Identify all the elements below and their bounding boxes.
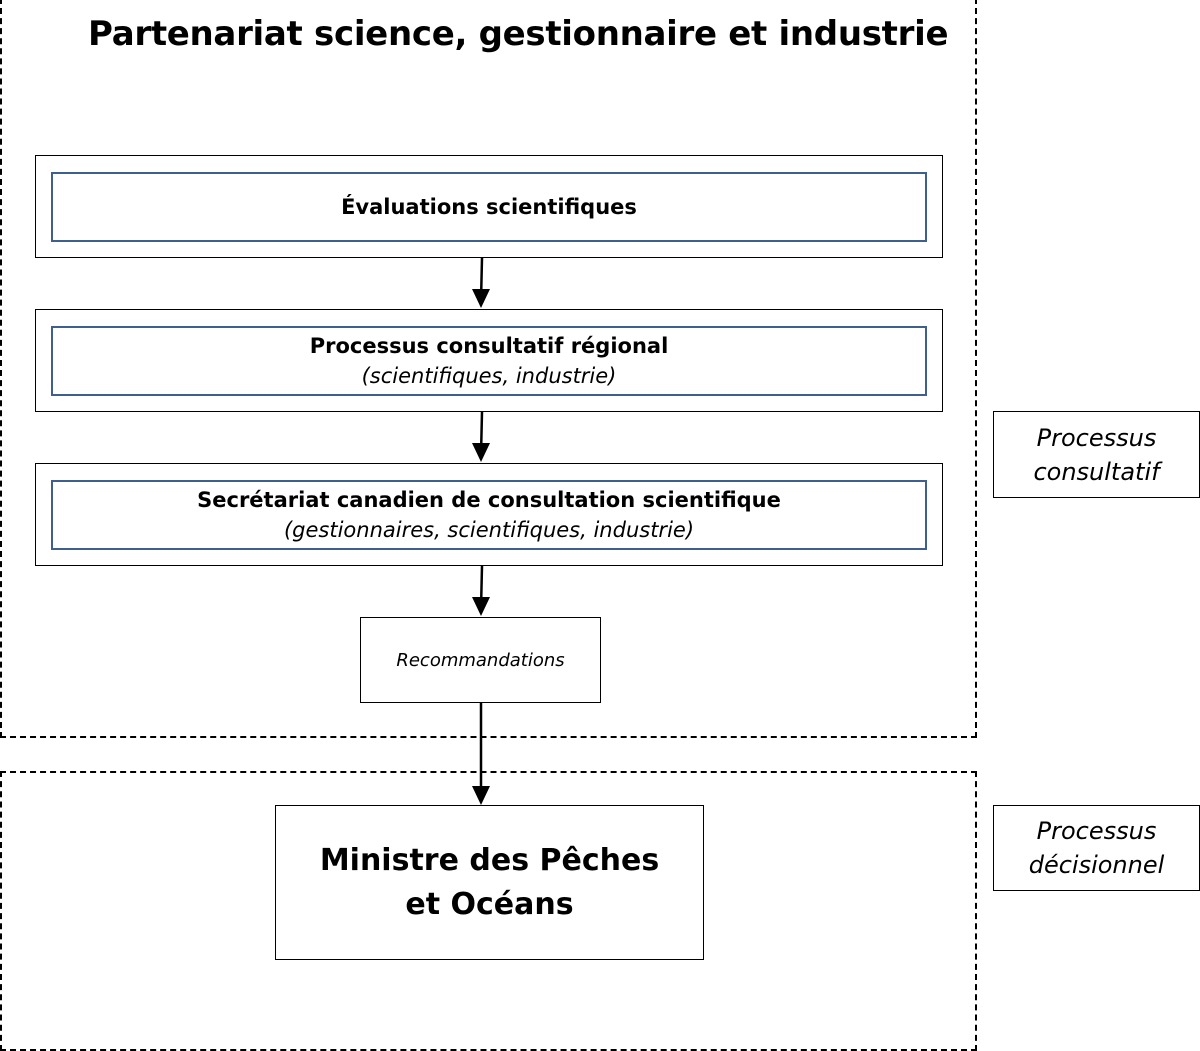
recommandations-box: Recommandations: [360, 617, 601, 703]
side-decisionnel-line2: décisionnel: [1028, 851, 1165, 879]
consultative-region: [0, 0, 977, 738]
secretariat-label: Secrétariat canadien de consultation sci…: [197, 488, 781, 512]
ministre-line1: Ministre des Pêches: [319, 842, 660, 878]
regional-label: Processus consultatif régional: [309, 334, 669, 358]
ministre-box: Ministre des Pêches et Océans: [275, 805, 704, 960]
side-label-decisionnel: Processus décisionnel: [993, 805, 1200, 891]
secretariat-participants: (gestionnaires, scientifiques, industrie…: [283, 518, 695, 542]
side-label-consultatif: Processus consultatif: [993, 411, 1200, 498]
ministre-line2: et Océans: [405, 886, 574, 922]
arrowhead-1: [472, 289, 490, 308]
arrowhead-3: [472, 597, 490, 616]
side-decisionnel-line1: Processus: [1036, 817, 1157, 845]
evaluations-label: Évaluations scientifiques: [341, 195, 637, 219]
regional-box: Processus consultatif régional (scientif…: [51, 326, 927, 396]
arrowhead-4: [472, 786, 490, 805]
recommandations-label: Recommandations: [396, 649, 565, 671]
side-consultatif-line2: consultatif: [1033, 457, 1160, 486]
arrowhead-2: [472, 443, 490, 462]
side-consultatif-line1: Processus: [1036, 423, 1157, 452]
evaluations-box: Évaluations scientifiques: [51, 172, 927, 242]
diagram-title: Partenariat science, gestionnaire et ind…: [88, 14, 949, 54]
secretariat-box: Secrétariat canadien de consultation sci…: [51, 480, 927, 550]
regional-participants: (scientifiques, industrie): [361, 364, 617, 388]
